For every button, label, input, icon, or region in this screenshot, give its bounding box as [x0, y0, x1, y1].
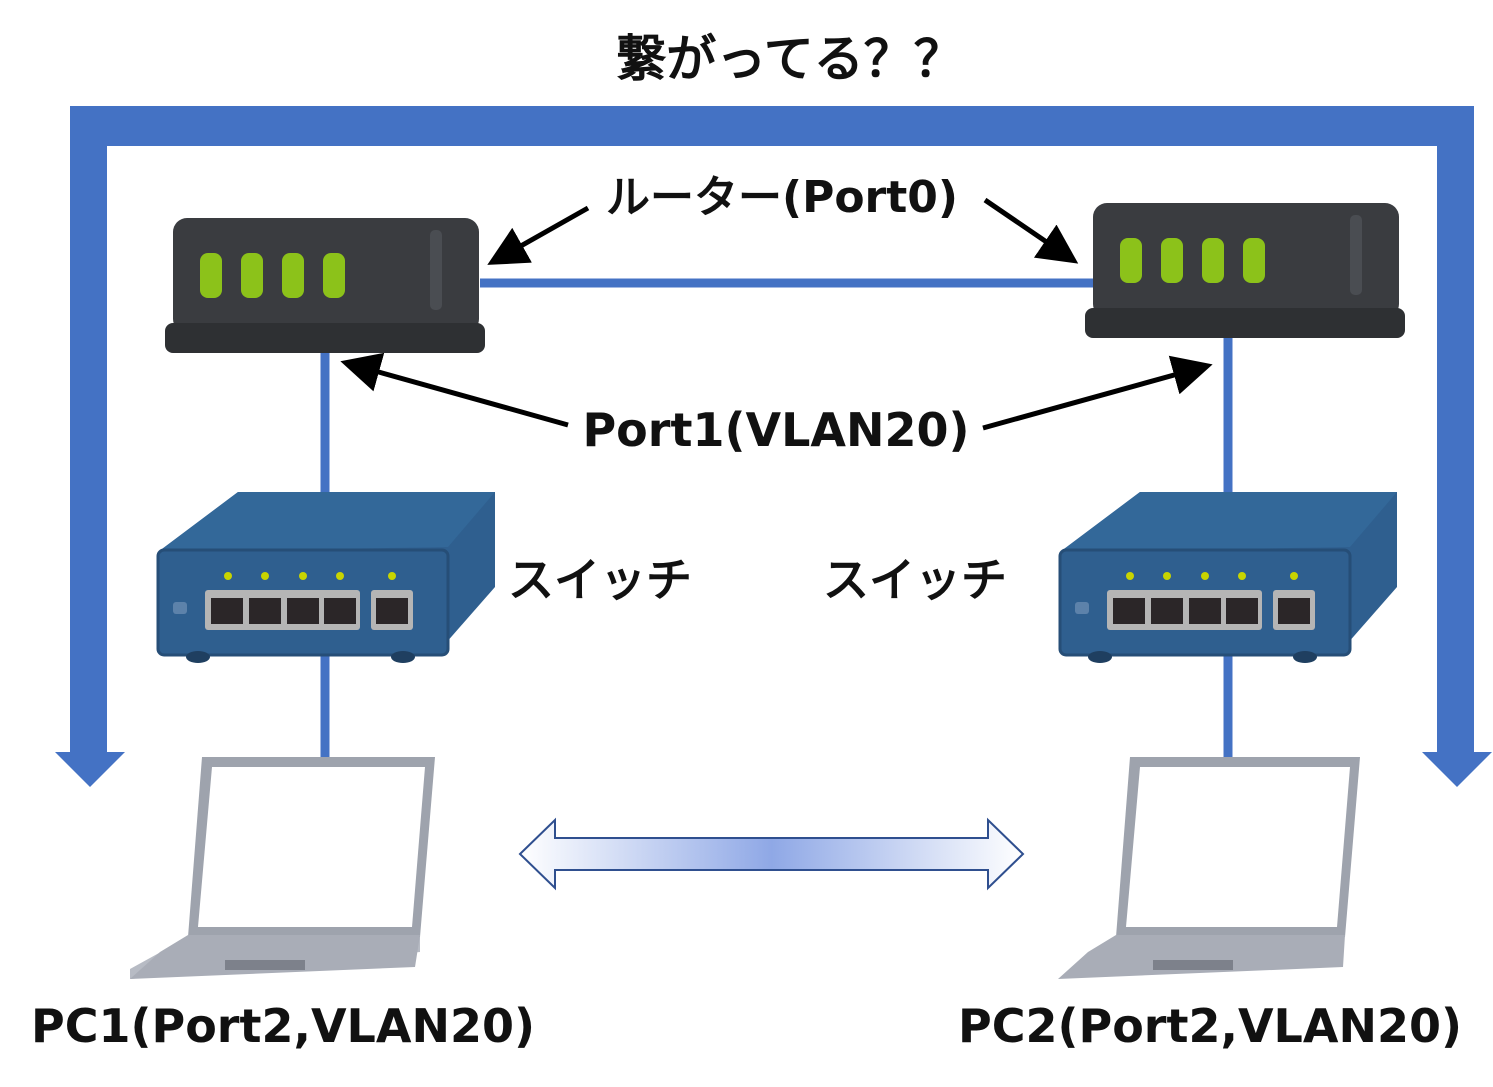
router-leds-icon: [200, 253, 345, 298]
arrow-to-right-router-port0: [983, 197, 1079, 264]
laptop-pc2: [1058, 757, 1360, 979]
arrow-to-right-port1: [982, 355, 1213, 431]
bidirectional-arrow: [518, 817, 1025, 891]
switch-right-label: スイッチ: [823, 553, 1007, 607]
router-left: [165, 218, 485, 353]
switch-right: [1058, 492, 1397, 663]
router-port0-label: ルーター(Port0): [606, 172, 958, 223]
pointer-arrows: [340, 197, 1213, 431]
arrow-to-left-router-port0: [487, 205, 590, 265]
pc1-label: PC1(Port2,VLAN20): [31, 999, 535, 1053]
switch-left: [156, 492, 495, 663]
diagram-title: 繋がってる？？: [616, 30, 964, 88]
port1-label: Port1(VLAN20): [582, 403, 969, 457]
big-loop-arrow: [55, 106, 1492, 787]
switch-left-label: スイッチ: [508, 553, 692, 607]
arrow-to-left-port1: [340, 352, 569, 428]
laptop-pc1: [130, 757, 435, 979]
router-leds-icon: [1120, 238, 1265, 283]
router-right: [1085, 203, 1405, 338]
pc2-label: PC2(Port2,VLAN20): [958, 999, 1462, 1053]
